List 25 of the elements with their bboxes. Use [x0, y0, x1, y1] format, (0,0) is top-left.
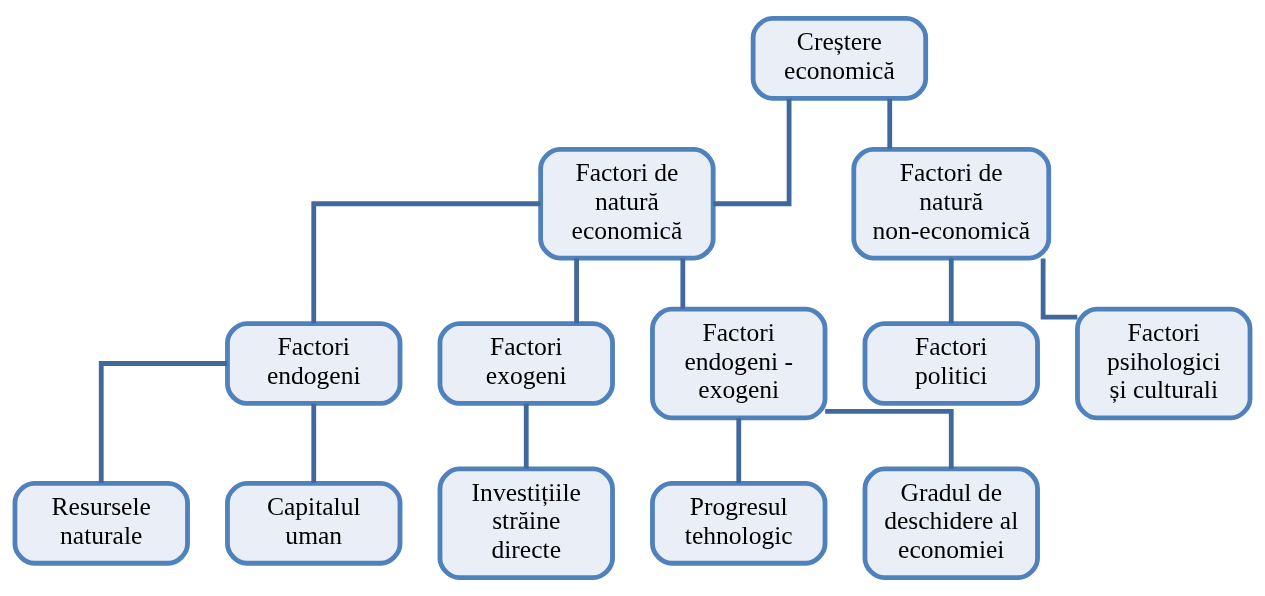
node-box: Resursele naturale	[12, 480, 190, 566]
node-box: Gradul de deschidere al economiei	[862, 466, 1040, 580]
connector	[948, 258, 954, 324]
node-box: Capitalul uman	[225, 480, 403, 566]
connector	[680, 258, 686, 309]
node-box: Factori exogeni	[437, 321, 615, 406]
node-box: Factori de natură economică	[538, 147, 716, 261]
node-box: Factori psihologici și culturali	[1075, 306, 1253, 421]
node-box: Factori politici	[862, 321, 1040, 406]
node-box: Factori endogeni - exogeni	[650, 306, 828, 421]
connector	[713, 98, 792, 207]
connector	[574, 258, 579, 324]
node-box: Factori de natură non-economică	[851, 147, 1052, 261]
connector	[825, 409, 954, 469]
node-box: Progresul tehnologic	[650, 480, 828, 566]
node-box: Factori endogeni	[225, 321, 403, 406]
connector	[887, 98, 893, 150]
connector	[311, 403, 317, 483]
node-box: Creștere economică	[750, 16, 929, 101]
connector	[736, 418, 742, 484]
node-box: Investițiile străine directe	[437, 466, 615, 580]
connector	[1040, 258, 1078, 320]
connector	[98, 361, 228, 483]
connector	[523, 403, 529, 469]
connector	[311, 201, 541, 324]
